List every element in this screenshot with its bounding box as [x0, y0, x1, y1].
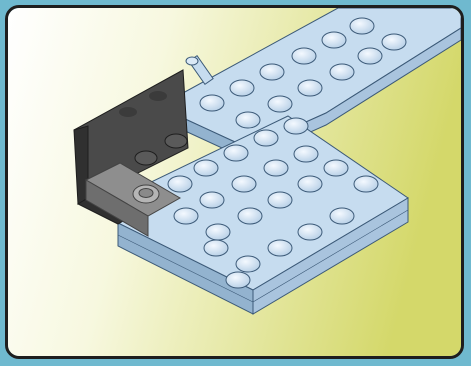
instruction-panel	[5, 5, 464, 359]
lego-build-illustration	[8, 8, 461, 356]
gray-round-plate	[133, 185, 159, 203]
